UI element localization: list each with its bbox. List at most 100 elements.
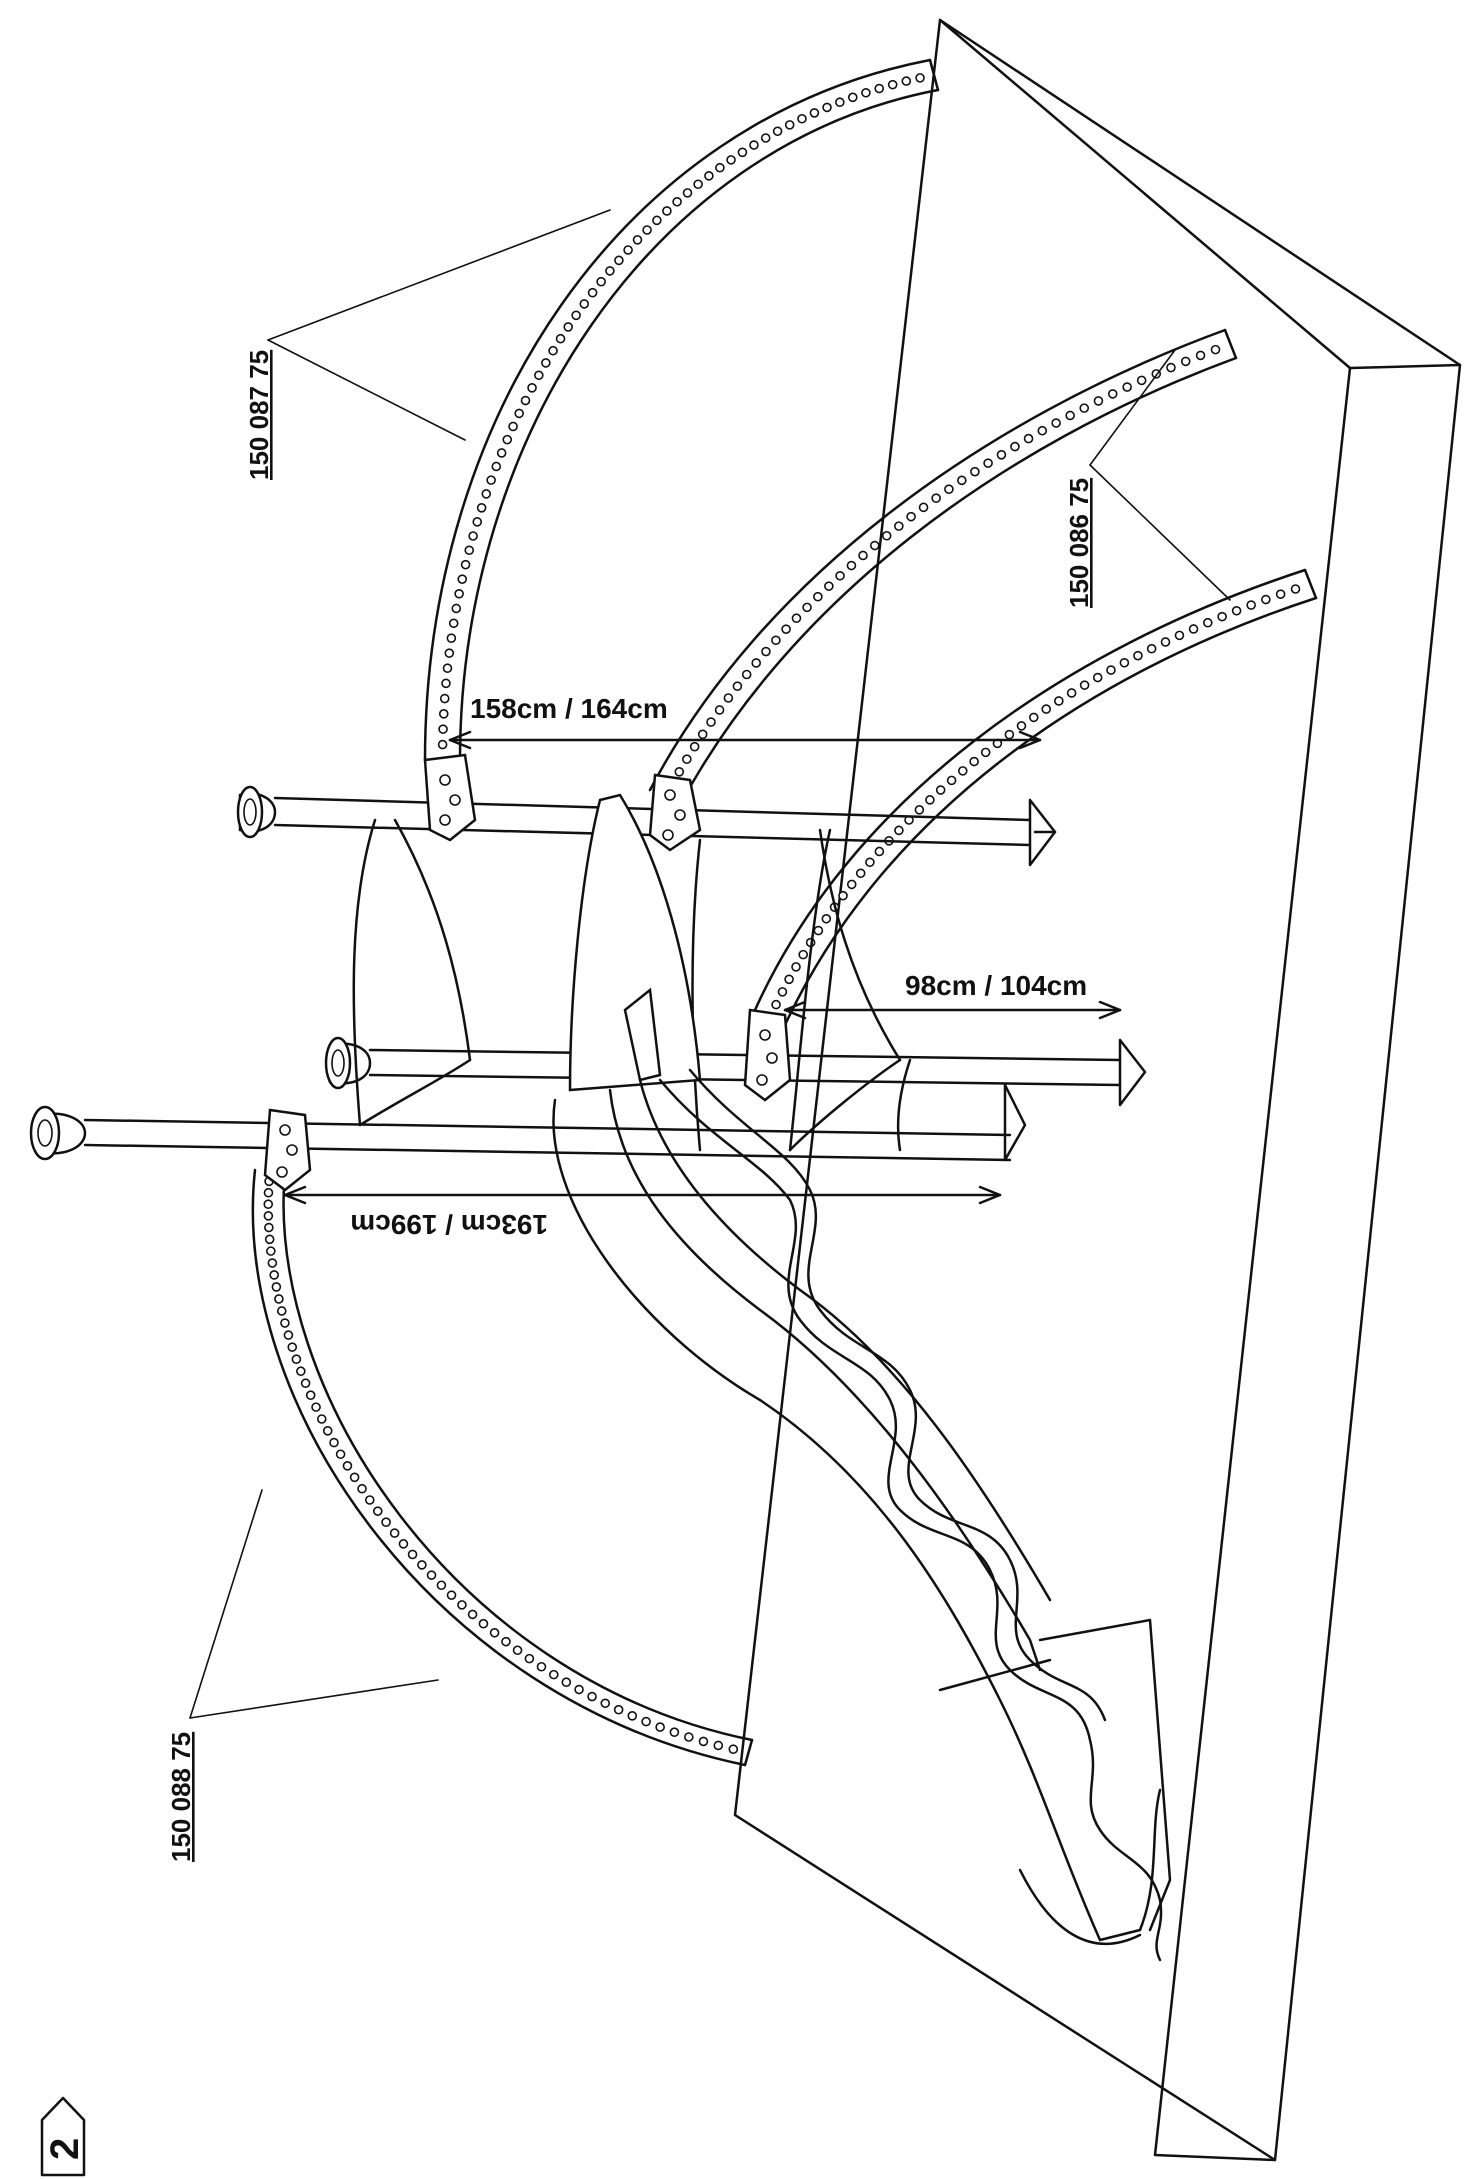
perforation-hole <box>835 570 845 581</box>
perforation-hole <box>1119 657 1130 668</box>
perforation-hole <box>296 1366 306 1377</box>
perforation-hole <box>271 1282 282 1292</box>
perforation-hole <box>969 756 979 767</box>
perforation-hole <box>486 475 496 485</box>
perforation-hole <box>772 126 783 137</box>
perforation-hole <box>760 133 771 143</box>
perforation-hole <box>682 188 693 198</box>
perforation-hole <box>571 310 581 321</box>
perforation-hole <box>1023 433 1034 444</box>
perforation-hole <box>357 1483 367 1494</box>
perforation-hole <box>1231 605 1242 616</box>
perforation-hole <box>914 805 925 815</box>
perforation-hole <box>846 879 857 890</box>
dim-lower-label: 193cm / 199cm <box>350 1209 548 1240</box>
perforation-hole <box>784 120 795 130</box>
dimension-lines <box>283 730 1122 1205</box>
perforation-hole <box>704 171 714 181</box>
perforation-hole <box>846 560 857 571</box>
perforation-hole <box>777 987 788 997</box>
perforation-hole <box>439 693 450 704</box>
perforation-hole <box>398 1539 409 1549</box>
perforation-hole <box>561 1677 572 1688</box>
perforation-hole <box>541 358 551 368</box>
perforation-hole <box>1092 672 1103 683</box>
dim-upper-label: 158cm / 164cm <box>470 693 668 724</box>
perforation-hole <box>446 633 457 643</box>
perforation-hole <box>784 974 794 985</box>
perforation-hole <box>524 1653 535 1664</box>
perforation-hole <box>587 287 598 298</box>
perforation-hole <box>1054 696 1064 706</box>
perforation-hole <box>527 383 537 393</box>
perforation-hole <box>478 1618 489 1629</box>
perforation-hole <box>512 1645 523 1656</box>
perforation-hole <box>781 624 791 634</box>
perforation-hole <box>996 449 1007 460</box>
perforation-hole <box>1065 410 1075 421</box>
perforation-hole <box>855 868 866 879</box>
perforation-hole <box>269 1270 279 1280</box>
perforation-hole <box>791 613 802 623</box>
perforation-hole <box>496 448 507 458</box>
perforation-hole <box>1079 403 1090 413</box>
perforation-hole <box>813 591 823 602</box>
perforation-hole <box>457 1600 467 1610</box>
perforation-hole <box>751 658 762 668</box>
perforation-hole <box>713 1740 724 1751</box>
perforation-hole <box>1195 350 1206 361</box>
perforation-hole <box>1136 375 1147 386</box>
perforation-hole <box>1174 630 1185 641</box>
perforation-hole <box>1210 344 1221 355</box>
perforation-hole <box>983 458 993 468</box>
perforation-hole <box>957 766 968 776</box>
step-marker: 2 <box>40 2096 87 2177</box>
perforation-hole <box>263 1187 274 1198</box>
perforation-hole <box>1106 665 1116 675</box>
perforation-hole <box>280 1318 290 1328</box>
perforation-hole <box>263 1211 274 1221</box>
perforation-hole <box>674 767 685 777</box>
perforation-hole <box>600 1698 611 1709</box>
perforation-hole <box>874 846 885 857</box>
perforation-hole <box>300 1378 311 1389</box>
perforation-hole <box>728 1744 739 1754</box>
perforation-hole <box>723 693 734 703</box>
perforation-hole <box>491 461 502 472</box>
perforation-hole <box>894 825 904 836</box>
perforation-hole <box>1107 389 1118 399</box>
perforation-hole <box>548 345 558 356</box>
perforation-hole <box>574 1684 584 1695</box>
perforation-hole <box>287 1342 298 1352</box>
perforation-hole <box>501 1636 511 1647</box>
perforation-hole <box>931 493 941 503</box>
perforation-hole <box>587 1691 597 1702</box>
perforation-hole <box>438 724 448 734</box>
perforation-hole <box>614 255 624 266</box>
perforation-hole <box>655 1722 665 1732</box>
perforation-hole <box>726 155 736 165</box>
perforation-hole <box>1133 650 1143 661</box>
slide-chute <box>552 1068 1172 1962</box>
perforation-hole <box>502 434 513 445</box>
perforation-hole <box>741 669 752 680</box>
perforation-hole <box>266 1246 276 1256</box>
perforation-hole <box>798 949 808 960</box>
perforation-hole <box>417 1560 427 1570</box>
perforation-hole <box>906 511 916 522</box>
right-arc-beam-upper <box>648 328 1238 807</box>
perforation-hole <box>894 521 904 531</box>
perforation-hole <box>322 1426 333 1436</box>
perforation-hole <box>980 747 991 758</box>
perforation-hole <box>364 1495 375 1505</box>
perforation-hole <box>1041 704 1052 714</box>
perforation-hole <box>706 717 716 727</box>
perforation-hole <box>263 1199 274 1210</box>
perforation-hole <box>520 395 531 406</box>
perforation-hole <box>797 113 807 124</box>
perforation-hole <box>438 709 449 719</box>
perforation-hole <box>264 1234 275 1245</box>
perforation-hole <box>946 775 957 786</box>
perforation-hole <box>1290 584 1301 594</box>
perforation-hole <box>291 1354 302 1364</box>
